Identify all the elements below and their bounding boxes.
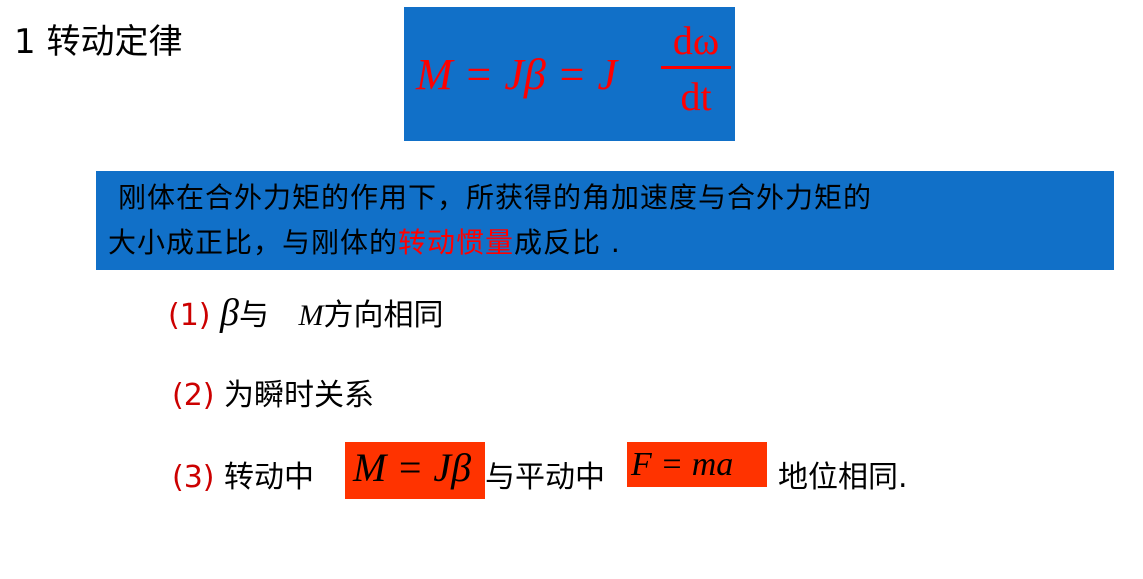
statement-line2: 大小成正比，与刚体的转动惯量成反比 . <box>96 220 1114 265</box>
statement-text-end: 成反比 . <box>514 226 621 259</box>
math-beta: β <box>220 292 239 334</box>
item-number: (3) <box>172 460 215 495</box>
item-3-middle: 与平动中 <box>485 460 605 495</box>
item-2: (2) 为瞬时关系 <box>172 370 374 414</box>
math-m: M <box>298 299 324 332</box>
statement-box: 刚体在合外力矩的作用下，所获得的角加速度与合外力矩的 大小成正比，与刚体的转动惯… <box>96 171 1114 270</box>
fraction-denominator: dt <box>680 74 712 119</box>
highlight-rotation-formula: M = Jβ <box>345 442 485 499</box>
item-text: 转动中 <box>224 460 315 495</box>
fraction-numerator: dω <box>661 17 731 69</box>
formula-box: M = Jβ = J dω dt <box>404 7 735 141</box>
formula-main: M = Jβ = J <box>416 50 618 99</box>
statement-highlight: 转动惯量 <box>398 226 515 259</box>
formula-fraction: dω dt <box>661 17 731 120</box>
item-text: 方向相同 <box>323 298 444 333</box>
slide-title: 1 转动定律 <box>14 22 183 62</box>
item-3-end: 地位相同. <box>778 460 908 495</box>
item-text: 与 <box>238 298 269 333</box>
statement-text: 大小成正比，与刚体的 <box>108 226 399 259</box>
item-number: (2) <box>172 378 215 413</box>
item-number: (1) <box>168 298 211 333</box>
statement-line1: 刚体在合外力矩的作用下，所获得的角加速度与合外力矩的 <box>118 181 873 214</box>
item-1: (1) β与 M方向相同 <box>168 290 444 335</box>
item-text: 为瞬时关系 <box>224 378 375 413</box>
highlight-translation-formula: F = ma <box>627 442 767 487</box>
item-3-label: (3) 转动中 <box>172 452 314 496</box>
